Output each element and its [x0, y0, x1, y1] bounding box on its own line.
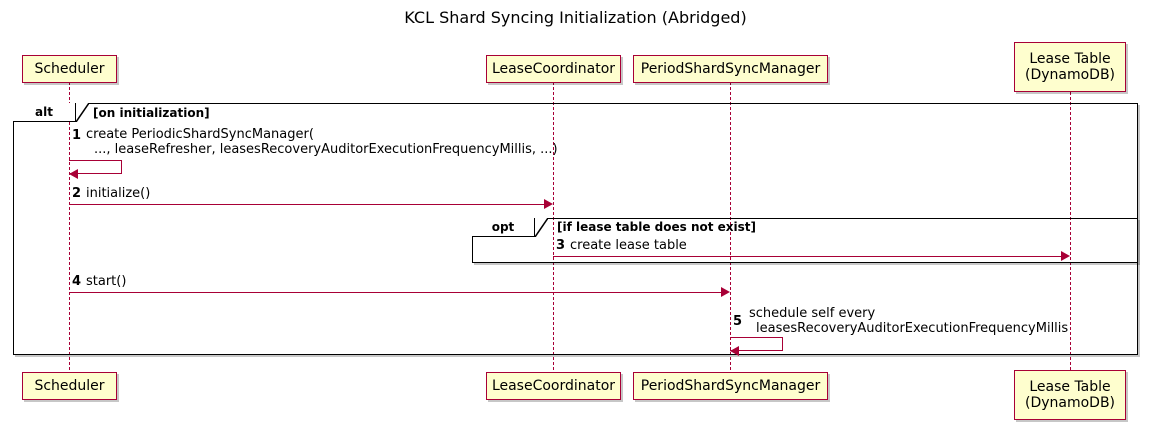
- message-3-text: 3: [556, 238, 565, 253]
- frame-alt-condition: [on initialization]: [93, 106, 210, 120]
- message-3-line: [553, 256, 1061, 257]
- participant-leasecoordinator-bottom[interactable]: LeaseCoordinator: [486, 372, 621, 400]
- message-5-label-line1: schedule self every: [749, 306, 876, 321]
- frame-alt-tab-notch: [76, 103, 89, 122]
- frame-opt-tab-notch: [535, 218, 548, 237]
- participant-leasecoordinator-top[interactable]: LeaseCoordinator: [486, 55, 621, 83]
- frame-opt-condition: [if lease table does not exist]: [557, 220, 757, 234]
- message-1-text: 1: [72, 128, 81, 143]
- participant-periodshardsyncmanager-top[interactable]: PeriodShardSyncManager: [633, 55, 828, 83]
- frame-opt-tab-label: opt: [491, 219, 515, 234]
- lifeline-periodshardsyncmanager: [730, 82, 731, 370]
- message-3-number: 3: [556, 238, 566, 253]
- message-5-self-loop: [730, 337, 783, 351]
- participant-label: Scheduler: [34, 61, 105, 77]
- message-3-label: create lease table: [570, 238, 687, 253]
- lifeline-leasecoordinator: [553, 82, 554, 370]
- participant-label: Scheduler: [34, 378, 105, 394]
- message-5-arrowhead: [730, 346, 739, 356]
- frame-opt-tab: opt: [472, 218, 535, 237]
- participant-scheduler-bottom[interactable]: Scheduler: [22, 372, 117, 400]
- message-4-line: [69, 292, 721, 293]
- message-2-label: initialize(): [86, 186, 151, 201]
- participant-label: LeaseCoordinator: [491, 378, 616, 394]
- message-1-label-line1: create PeriodicShardSyncManager(: [86, 127, 314, 142]
- message-2-line: [69, 204, 544, 205]
- message-4-text: 4: [72, 274, 81, 289]
- participant-periodshardsyncmanager-bottom[interactable]: PeriodShardSyncManager: [633, 372, 828, 400]
- message-4-number: 4: [72, 274, 82, 289]
- participant-label: LeaseCoordinator: [491, 61, 616, 77]
- message-3-arrowhead: [1061, 251, 1070, 261]
- message-5-label-line2: leasesRecoveryAuditorExecutionFrequencyM…: [756, 321, 1069, 336]
- participant-leasetable-bottom[interactable]: Lease Table (DynamoDB): [1014, 370, 1126, 420]
- frame-alt-tab-label: alt: [35, 104, 53, 119]
- frame-alt-tab: alt: [13, 103, 76, 122]
- lifeline-leasetable: [1070, 92, 1071, 370]
- message-5-number: 5: [733, 314, 743, 329]
- message-2-number: 2: [72, 186, 82, 201]
- message-4-arrowhead: [721, 287, 730, 297]
- message-1-self-loop: [69, 160, 122, 174]
- participant-scheduler-top[interactable]: Scheduler: [22, 55, 117, 83]
- message-2-arrowhead: [544, 199, 553, 209]
- message-2-text: 2: [72, 186, 81, 201]
- message-1-arrowhead: [69, 169, 78, 179]
- frame-opt: [472, 218, 1138, 263]
- message-1-label-line2: ..., leaseRefresher, leasesRecoveryAudit…: [94, 142, 558, 157]
- message-1-number: 1: [72, 128, 82, 143]
- message-4-label: start(): [86, 274, 127, 289]
- participant-label: PeriodShardSyncManager: [640, 378, 821, 394]
- participant-label: Lease Table (DynamoDB): [1024, 379, 1116, 411]
- diagram-title: KCL Shard Syncing Initialization (Abridg…: [404, 8, 747, 27]
- participant-label: PeriodShardSyncManager: [640, 61, 821, 77]
- participant-leasetable-top[interactable]: Lease Table (DynamoDB): [1014, 42, 1126, 92]
- participant-label: Lease Table (DynamoDB): [1024, 51, 1116, 83]
- message-5-text: 5: [733, 314, 742, 329]
- lifeline-scheduler: [69, 82, 70, 370]
